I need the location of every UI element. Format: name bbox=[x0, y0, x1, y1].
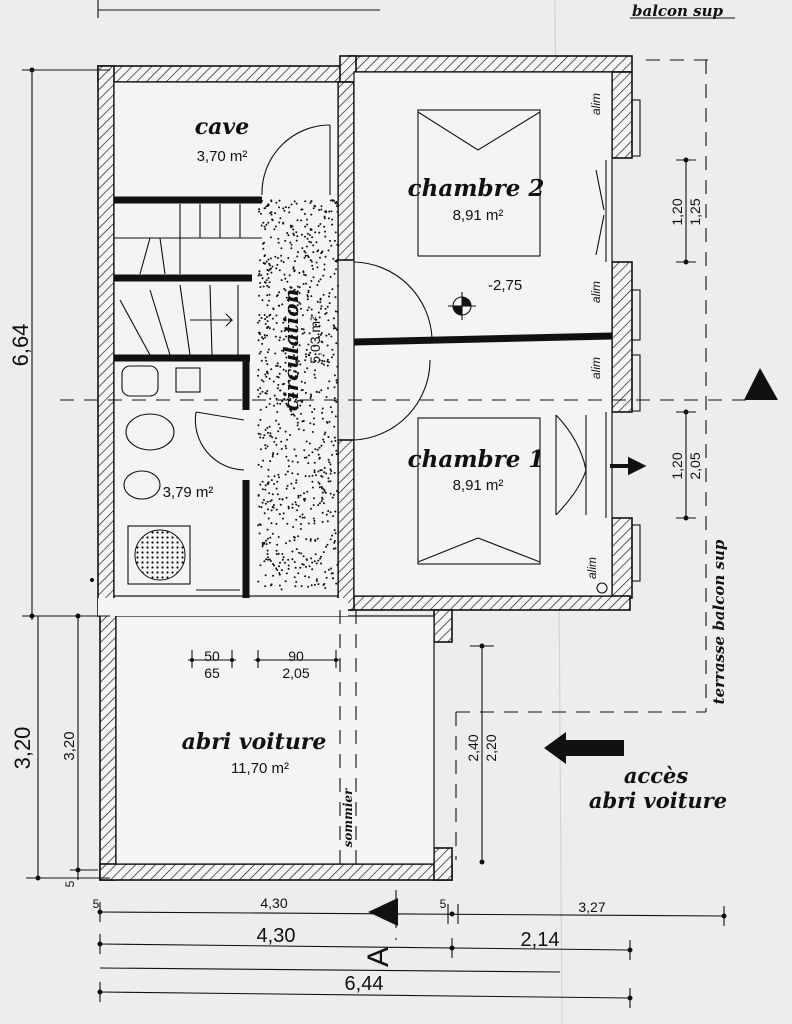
dim-row2-430: 4,30 bbox=[257, 925, 296, 947]
left-zone bbox=[113, 81, 339, 597]
level-marker bbox=[448, 292, 476, 320]
dim-row3-644: 6,44 bbox=[345, 973, 384, 995]
staircase bbox=[114, 204, 262, 356]
dim-win-bot-a: 1,20 bbox=[669, 452, 685, 479]
dim-passage-a: 90 bbox=[288, 648, 304, 664]
circulation-dot-pattern bbox=[257, 199, 339, 591]
garage-top-gap bbox=[98, 598, 348, 616]
dim-door-a: 50 bbox=[204, 648, 220, 664]
door-swings bbox=[194, 124, 587, 516]
outer-walls bbox=[97, 55, 633, 881]
room-chambre2-name: chambre 2 bbox=[408, 175, 545, 202]
dim-opening-a: 2,40 bbox=[465, 734, 481, 761]
dim-row1-430: 4,30 bbox=[260, 895, 287, 911]
dim-row1-5b: 5 bbox=[440, 897, 447, 911]
balcon-sup-label: balcon sup bbox=[632, 2, 724, 20]
door-dimensions bbox=[188, 643, 494, 865]
fixture-alim-4: alim bbox=[585, 557, 599, 579]
room-cave-area: 3,70 m² bbox=[197, 148, 248, 165]
room-chambre1-name: chambre 1 bbox=[408, 446, 545, 473]
dim-opening-b: 2,20 bbox=[483, 734, 499, 761]
room-cave-name: cave bbox=[195, 114, 249, 140]
room-bathroom-area: 3,79 m² bbox=[163, 484, 214, 501]
dim-row2-214: 2,14 bbox=[521, 929, 560, 951]
acces-label-line2: abri voiture bbox=[589, 788, 727, 813]
dim-row1-327: 3,27 bbox=[578, 899, 605, 915]
section-mark: A bbox=[362, 947, 395, 967]
dim-win-top-b: 1,25 bbox=[687, 198, 703, 225]
access-arrow-garage bbox=[544, 732, 624, 764]
room-abri-area: 11,70 m² bbox=[231, 760, 289, 777]
section-arrow-bottom bbox=[368, 898, 398, 926]
terrasse-balcon-sup-label: terrasse balcon sup bbox=[710, 539, 728, 704]
fixture-alim-1: alim bbox=[589, 93, 603, 115]
dim-door-b: 65 bbox=[204, 665, 220, 681]
bed-chambre-1 bbox=[417, 417, 541, 565]
level-label: -2,75 bbox=[488, 277, 522, 294]
bed-chambre-2 bbox=[417, 109, 541, 257]
room-abri-name: abri voiture bbox=[182, 729, 327, 755]
left-dimensions bbox=[22, 67, 110, 881]
room-chambre1-area: 8,91 m² bbox=[453, 477, 504, 494]
dim-row1-5a: 5 bbox=[93, 897, 100, 911]
facade-windows bbox=[595, 99, 641, 594]
dim-win-bot-b: 2,05 bbox=[687, 452, 703, 479]
fixture-alim-2: alim bbox=[589, 281, 603, 303]
access-arrow-chambre bbox=[610, 456, 647, 476]
dim-passage-b: 2,05 bbox=[282, 665, 309, 681]
room-circulation-area: 5,03 m² bbox=[307, 316, 323, 364]
dim-left-total: 6,64 bbox=[8, 324, 33, 367]
room-chambre2-area: 8,91 m² bbox=[453, 207, 504, 224]
right-dimensions bbox=[676, 157, 696, 521]
room-circulation-name: circulation bbox=[279, 289, 303, 411]
dim-win-top-a: 1,20 bbox=[669, 198, 685, 225]
sommier-label: sommier bbox=[341, 787, 355, 847]
dim-left-lower: 3,20 bbox=[10, 727, 35, 770]
garage-zone bbox=[115, 615, 435, 865]
bathroom-fixtures bbox=[121, 365, 240, 591]
acces-label-line1: accès bbox=[624, 763, 689, 788]
thick-partitions bbox=[114, 196, 613, 598]
section-arrow-right bbox=[744, 368, 778, 400]
dim-left-5: 5 bbox=[63, 880, 77, 887]
bottom-dimensions bbox=[97, 902, 727, 1008]
fixture-alim-3: alim bbox=[589, 357, 603, 379]
dim-left-lower-inner: 3,20 bbox=[61, 731, 78, 760]
